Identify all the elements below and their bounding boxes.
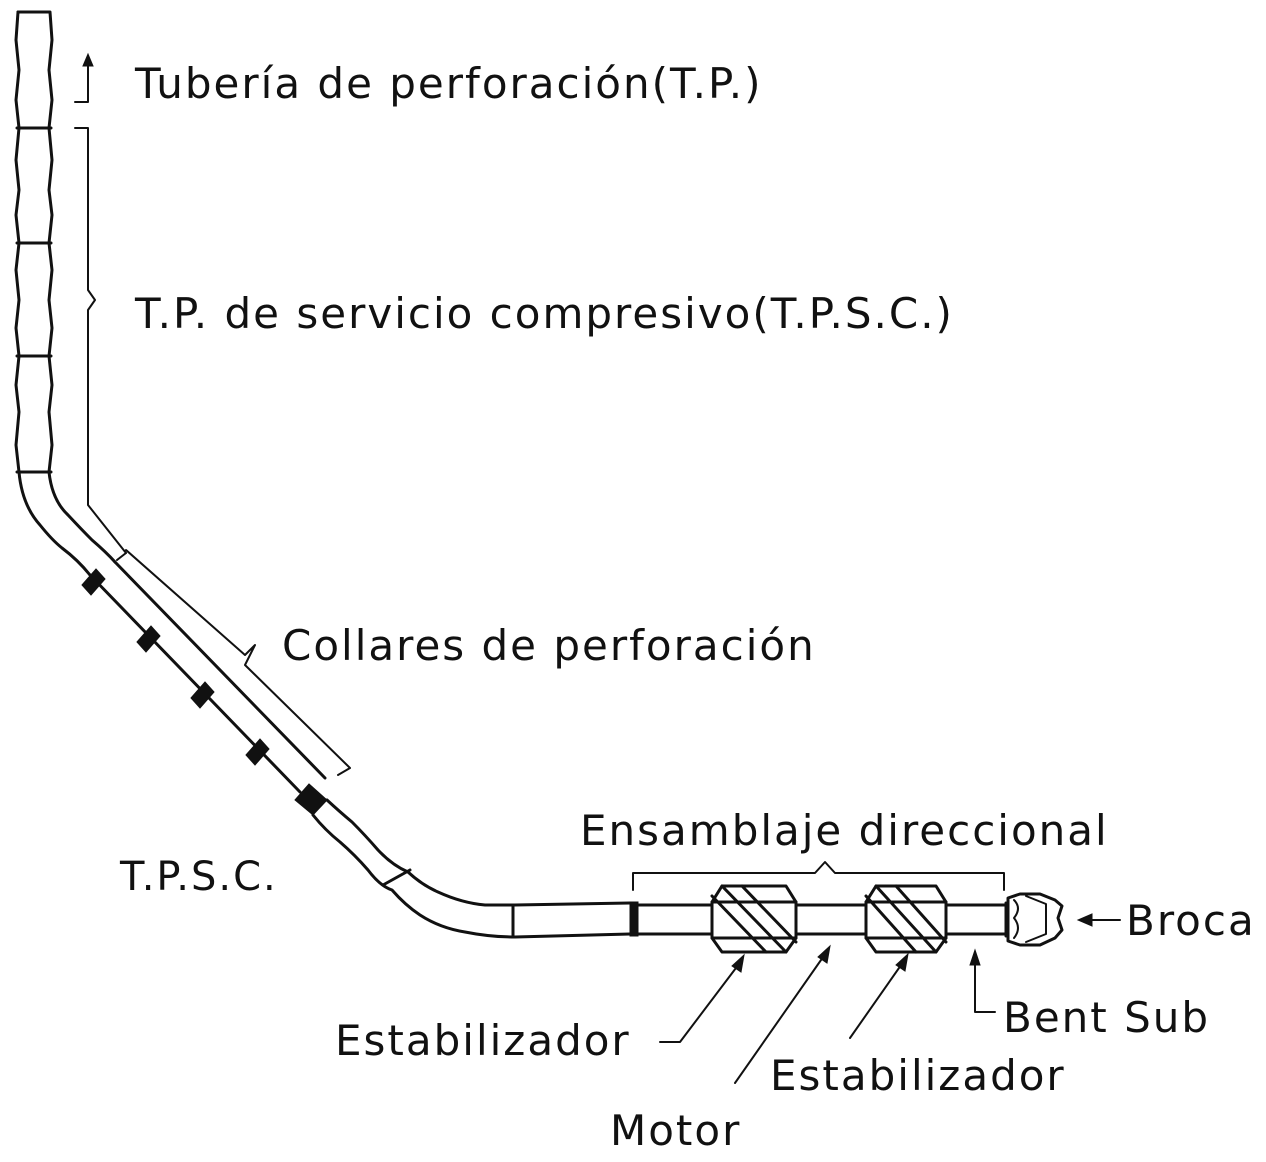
label-estabilizador-2: Estabilizador [770,1051,1066,1100]
curved-pipe-lower [311,798,639,939]
motor-pointer [734,949,829,1084]
vertical-drill-pipe [14,10,54,474]
collar-joint [190,681,215,709]
label-bent-sub: Bent Sub [1003,993,1210,1042]
stabilizer-1-pointer [659,959,743,1043]
collar-joint [294,783,328,816]
label-tuberia-perforacion: Tubería de perforación(T.P.) [134,59,763,108]
drill-bit [1006,892,1064,947]
collar-joint [81,568,106,596]
label-motor: Motor [610,1106,741,1155]
pointers [659,913,1121,1084]
label-estabilizador-1: Estabilizador [335,1016,631,1065]
stabilizer-1 [710,884,798,954]
collar-joint [245,738,270,766]
collar-joint [136,625,161,653]
label-ensamblaje-direccional: Ensamblaje direccional [580,806,1109,855]
label-tpsc-short: T.P.S.C. [119,854,278,900]
pipe-joint [381,868,412,887]
label-collares-perforacion: Collares de perforación [282,621,816,670]
tpsc-brace [74,127,127,554]
ensamblaje-brace [632,861,1005,891]
stabilizer-2-pointer [849,957,907,1039]
collar-joint [629,901,639,937]
curved-pipe-upper [17,470,117,577]
label-tpsc-full: T.P. de servicio compresivo(T.P.S.C.) [134,289,954,338]
brackets [74,52,1005,891]
label-broca: Broca [1126,896,1256,945]
drill-collars [81,560,328,816]
stabilizer-2 [864,884,948,954]
directional-assembly [636,884,1064,954]
bent-sub-pointer [974,954,996,1013]
tp-arrow [74,59,89,103]
collares-brace [125,549,351,776]
